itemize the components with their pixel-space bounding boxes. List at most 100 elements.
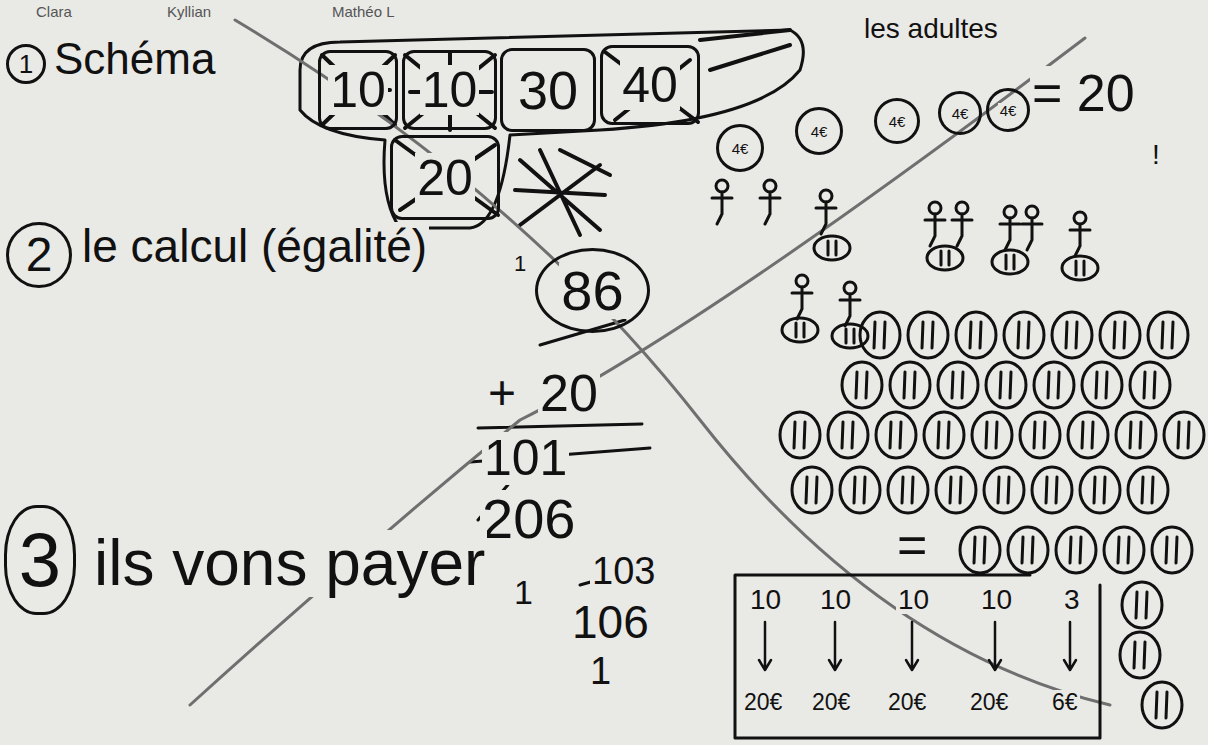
number-box: 30: [500, 48, 596, 132]
callout-number: 2: [6, 222, 72, 288]
node-text: 3: [17, 522, 63, 598]
callout-number: 1: [6, 44, 46, 84]
table-cell: 10: [818, 585, 853, 614]
table-cell: 6€: [1050, 690, 1080, 714]
table-cell: 10: [748, 585, 783, 614]
node-text: 4€: [998, 103, 1019, 118]
tally-oval: [792, 467, 832, 513]
tally-oval: [1164, 412, 1204, 458]
callout-number: 3: [4, 505, 76, 615]
tally-oval: [938, 362, 978, 408]
node-text: 30: [516, 63, 580, 117]
calc-number: 106: [570, 598, 651, 646]
coin-circle: 4€: [986, 88, 1030, 132]
sum-bar: [478, 424, 642, 428]
table-cell: 20€: [742, 690, 784, 714]
tally-oval: [1068, 412, 1108, 458]
tally-oval: [780, 412, 820, 458]
tally-oval: [960, 527, 1000, 573]
tally-oval: [1032, 467, 1072, 513]
table-cell: 20€: [968, 690, 1010, 714]
tally-oval: [1080, 467, 1120, 513]
tally-oval: [908, 312, 948, 358]
tally-oval: [1116, 412, 1156, 458]
small-tally-oval: [814, 236, 850, 260]
node-text: 20: [415, 153, 475, 203]
node-text: 4€: [950, 106, 971, 121]
tally-oval: [888, 467, 928, 513]
scribble-enclosure: [300, 30, 803, 228]
cross-out-scribbles: [322, 30, 790, 235]
carry-digit: 1: [512, 252, 528, 275]
student-name: Kyllian: [165, 4, 213, 20]
coin-circle: 4€: [716, 124, 764, 172]
section-heading: le calcul (égalité): [80, 222, 429, 270]
stick-figure: [840, 282, 860, 326]
tally-oval: [828, 412, 868, 458]
node-text: 1: [17, 51, 35, 77]
calc-number: 103: [590, 552, 657, 592]
stick-figure: [1022, 206, 1042, 250]
stick-figure: [952, 202, 972, 246]
node-text: 4€: [887, 114, 908, 129]
tally-oval: [956, 312, 996, 358]
tally-oval: [936, 467, 976, 513]
node-text: 10: [420, 65, 480, 115]
coin-circle: 4€: [874, 98, 920, 144]
tally-ovals: [780, 312, 1204, 728]
table-arrows: [759, 622, 1076, 670]
stick-figure: [1070, 212, 1090, 256]
tally-oval: [860, 312, 900, 358]
stick-figure: [760, 180, 780, 224]
tally-oval: [1004, 312, 1044, 358]
tally-oval: [1052, 312, 1092, 358]
node-text: 2: [24, 231, 55, 279]
tally-oval: [986, 362, 1026, 408]
tally-oval: [972, 412, 1012, 458]
tally-oval: [1100, 312, 1140, 358]
operator: +: [486, 368, 518, 418]
tally-oval: [924, 412, 964, 458]
calc-number: 206: [480, 490, 577, 549]
node-text: 10: [328, 65, 388, 115]
calc-number: 101: [482, 432, 569, 485]
tally-oval: [890, 362, 930, 408]
table-cell: 20€: [810, 690, 852, 714]
small-tally-oval: [1062, 256, 1098, 280]
calc-number: 20: [538, 366, 600, 421]
tally-oval: [984, 467, 1024, 513]
stick-figure: [792, 275, 812, 319]
crossed-box: 40: [600, 45, 700, 125]
tally-oval: [1152, 527, 1192, 573]
table-cell: 20€: [886, 690, 928, 714]
table-cell: 10: [896, 585, 931, 614]
small-tally-oval: [927, 246, 963, 270]
tally-oval: [1056, 527, 1096, 573]
mark: !: [1150, 140, 1162, 169]
tally-oval: [840, 467, 880, 513]
equation: = 20: [1030, 66, 1137, 121]
node-text: 40: [620, 60, 680, 110]
stick-figure: [925, 202, 945, 246]
calc-number: 1: [512, 575, 535, 611]
tally-oval: [1008, 527, 1048, 573]
crossed-box: 10: [402, 50, 497, 130]
section-heading: Schéma: [52, 36, 217, 82]
tally-oval: [1120, 632, 1160, 678]
stick-figure: [1000, 206, 1020, 250]
small-tally-oval: [992, 250, 1028, 274]
tally-oval: [1034, 362, 1074, 408]
tally-oval: [842, 362, 882, 408]
coin-circle: 4€: [795, 107, 843, 155]
equals-sign: =: [895, 518, 929, 573]
tally-oval: [1082, 362, 1122, 408]
tally-oval: [1104, 527, 1144, 573]
node-text: 86: [559, 263, 625, 319]
tally-oval: [876, 412, 916, 458]
tally-oval: [1128, 467, 1168, 513]
table-frame: [735, 575, 1100, 738]
circled-number: 86: [535, 248, 650, 333]
tally-oval: [1130, 362, 1170, 408]
stick-figure: [816, 190, 836, 234]
